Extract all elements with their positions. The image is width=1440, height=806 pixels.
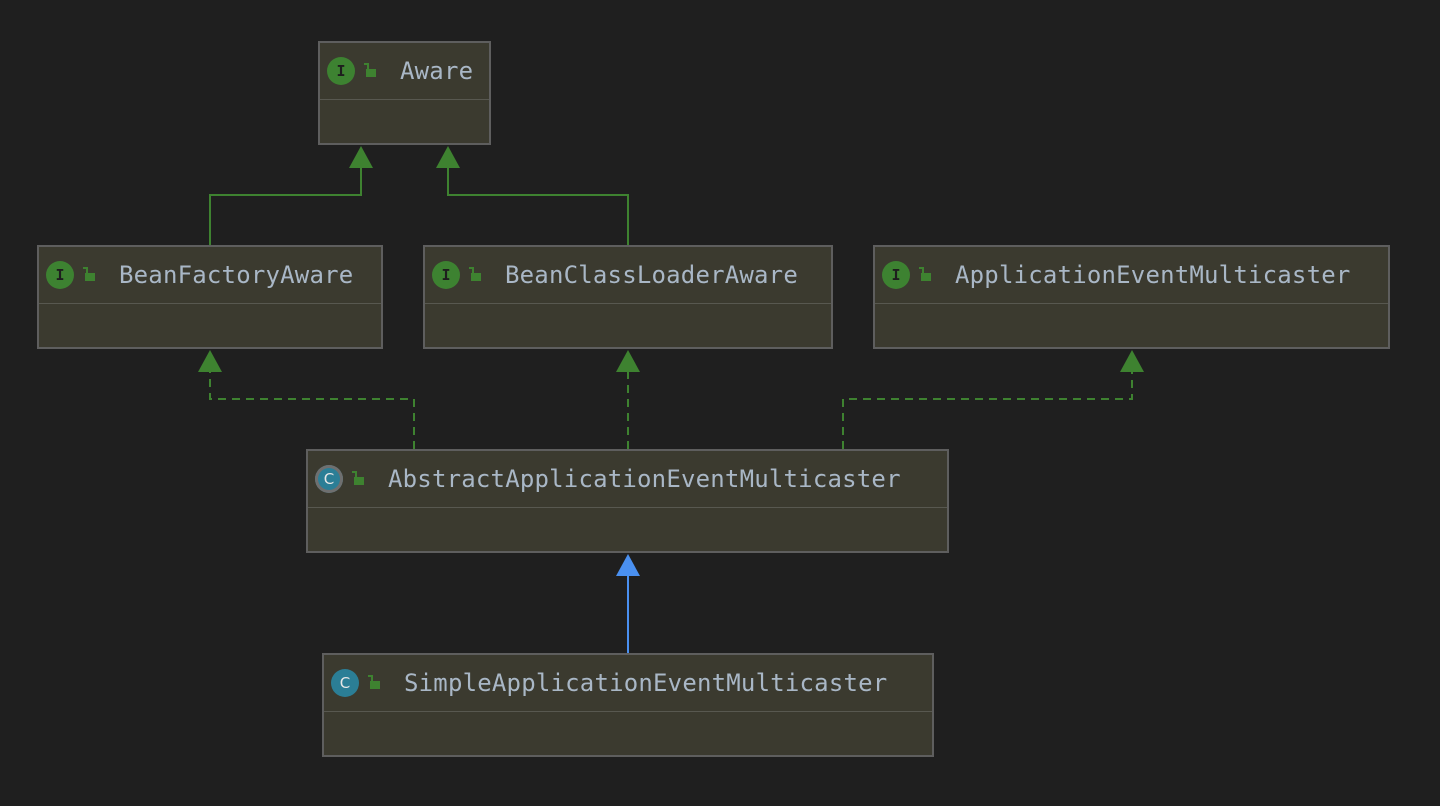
abstract-class-icon: C (315, 465, 343, 493)
class-icon: C (331, 669, 359, 697)
unlocked-padlock-icon (919, 267, 931, 281)
arrowhead-aware-right (436, 146, 460, 168)
node-name: AbstractApplicationEventMulticaster (388, 465, 901, 493)
unlocked-padlock-icon (83, 267, 95, 281)
edge-bean-class-loader-aware-extends-aware (447, 168, 629, 245)
arrowhead-abstract (616, 554, 640, 576)
node-abstract-application-event-multicaster[interactable]: C AbstractApplicationEventMulticaster (306, 449, 949, 553)
node-header: I BeanClassLoaderAware (425, 247, 831, 304)
unlocked-padlock-icon (364, 63, 376, 77)
arrowhead-bean-factory-aware (198, 350, 222, 372)
node-header: C AbstractApplicationEventMulticaster (308, 451, 947, 508)
interface-icon: I (327, 57, 355, 85)
unlocked-padlock-icon (352, 471, 364, 485)
node-header: I ApplicationEventMulticaster (875, 247, 1388, 304)
node-application-event-multicaster[interactable]: I ApplicationEventMulticaster (873, 245, 1390, 349)
edge-bean-factory-aware-extends-aware (209, 168, 362, 245)
interface-icon: I (432, 261, 460, 289)
node-header: I BeanFactoryAware (39, 247, 381, 304)
arrowhead-aware-left (349, 146, 373, 168)
node-simple-application-event-multicaster[interactable]: C SimpleApplicationEventMulticaster (322, 653, 934, 757)
node-header: C SimpleApplicationEventMulticaster (324, 655, 932, 712)
node-bean-class-loader-aware[interactable]: I BeanClassLoaderAware (423, 245, 833, 349)
node-name: Aware (400, 57, 474, 85)
node-name: SimpleApplicationEventMulticaster (404, 669, 888, 697)
arrowhead-application-event-multicaster (1120, 350, 1144, 372)
edge-abstract-implements-bean-factory-aware (209, 372, 415, 449)
unlocked-padlock-icon (368, 675, 380, 689)
arrowhead-bean-class-loader-aware (616, 350, 640, 372)
node-name: BeanClassLoaderAware (505, 261, 798, 289)
node-header: I Aware (320, 43, 489, 100)
edge-abstract-implements-application-event-multicaster (842, 372, 1133, 449)
node-name: BeanFactoryAware (119, 261, 354, 289)
interface-icon: I (882, 261, 910, 289)
unlocked-padlock-icon (469, 267, 481, 281)
node-bean-factory-aware[interactable]: I BeanFactoryAware (37, 245, 383, 349)
node-aware[interactable]: I Aware (318, 41, 491, 145)
interface-icon: I (46, 261, 74, 289)
node-name: ApplicationEventMulticaster (955, 261, 1351, 289)
